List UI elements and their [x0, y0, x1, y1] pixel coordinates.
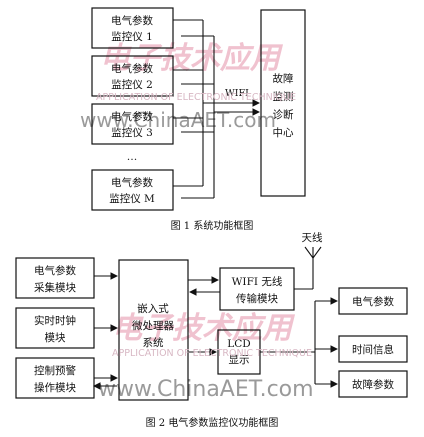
monitor-box-1: [91, 7, 174, 49]
figure-2-caption: 图 2 电气参数监控仪功能框图: [146, 416, 279, 429]
acquisition-line1: 电气参数: [34, 264, 76, 277]
monitor-3-line1: 电气参数: [111, 110, 153, 123]
monitor-1-line1: 电气参数: [111, 14, 153, 27]
fault-center-box: [260, 9, 306, 197]
svg-text:电子技术应用: 电子技术应用: [112, 311, 296, 346]
mcu-line2: 微处理器: [132, 319, 174, 332]
wifi-line1: WIFI 无线: [232, 275, 283, 288]
watermark-tagline-1: APPLICATION OF ELECTRONIC TECHNIQUE: [96, 92, 296, 103]
rtc-line1: 实时时钟: [34, 314, 76, 327]
acquisition-line2: 采集模块: [34, 281, 76, 294]
figure-1: 电气参数 监控仪 1 电气参数 监控仪 2 电气参数 监控仪 3 … 电气参数 …: [91, 7, 306, 232]
antenna-label: 天线: [302, 231, 323, 244]
center-line2: 监测: [273, 90, 294, 103]
display-time-label: 时间信息: [352, 343, 394, 356]
monitor-ellipsis: …: [127, 151, 138, 163]
watermark-tagline-2: APPLICATION OF ELECTRONIC TECHNIQUE: [112, 348, 312, 359]
wifi-link-label: WIFI: [225, 88, 249, 99]
lcd-line1: LCD: [227, 338, 250, 350]
monitor-3-line2: 监控仪 3: [111, 126, 153, 139]
monitor-m-line1: 电气参数: [111, 176, 153, 189]
monitor-box-3: [91, 103, 174, 145]
display-time-box: [338, 335, 408, 363]
wifi-line2: 传输模块: [236, 292, 278, 305]
display-electric-label: 电气参数: [352, 295, 394, 308]
center-line1: 故障: [273, 72, 294, 85]
display-fault-label: 故障参数: [352, 378, 394, 391]
rtc-line2: 模块: [45, 332, 66, 344]
acquisition-module-box: [15, 257, 95, 299]
control-line1: 控制预警: [34, 364, 76, 377]
antenna-icon: [294, 246, 322, 290]
watermark-site-2: www.ChinaAET.com: [98, 377, 314, 402]
center-line3: 诊断: [273, 108, 294, 121]
monitor-2-line2: 监控仪 2: [111, 78, 153, 91]
mcu-box: [118, 259, 189, 401]
mcu-line1: 嵌入式: [137, 302, 169, 315]
lcd-line2: 显示: [229, 354, 250, 366]
display-electric-box: [338, 287, 408, 315]
monitor-1-line2: 监控仪 1: [111, 30, 153, 43]
monitor-m-line2: 监控仪 M: [109, 192, 155, 205]
display-fault-box: [338, 370, 408, 398]
control-line2: 操作模块: [34, 381, 76, 394]
watermark-logo-2: 电子技术应用: [112, 311, 296, 346]
mcu-line3: 系统: [143, 336, 164, 349]
figure-2: 电气参数 采集模块 实时时钟 模块 控制预警 操作模块 嵌入式 微处理器 系统 …: [15, 231, 408, 429]
monitor-box-2: [91, 55, 174, 97]
center-line4: 中心: [273, 126, 294, 139]
monitor-2-line1: 电气参数: [111, 62, 153, 75]
monitor-box-m: [91, 169, 174, 211]
figure-1-caption: 图 1 系统功能框图: [171, 219, 254, 232]
